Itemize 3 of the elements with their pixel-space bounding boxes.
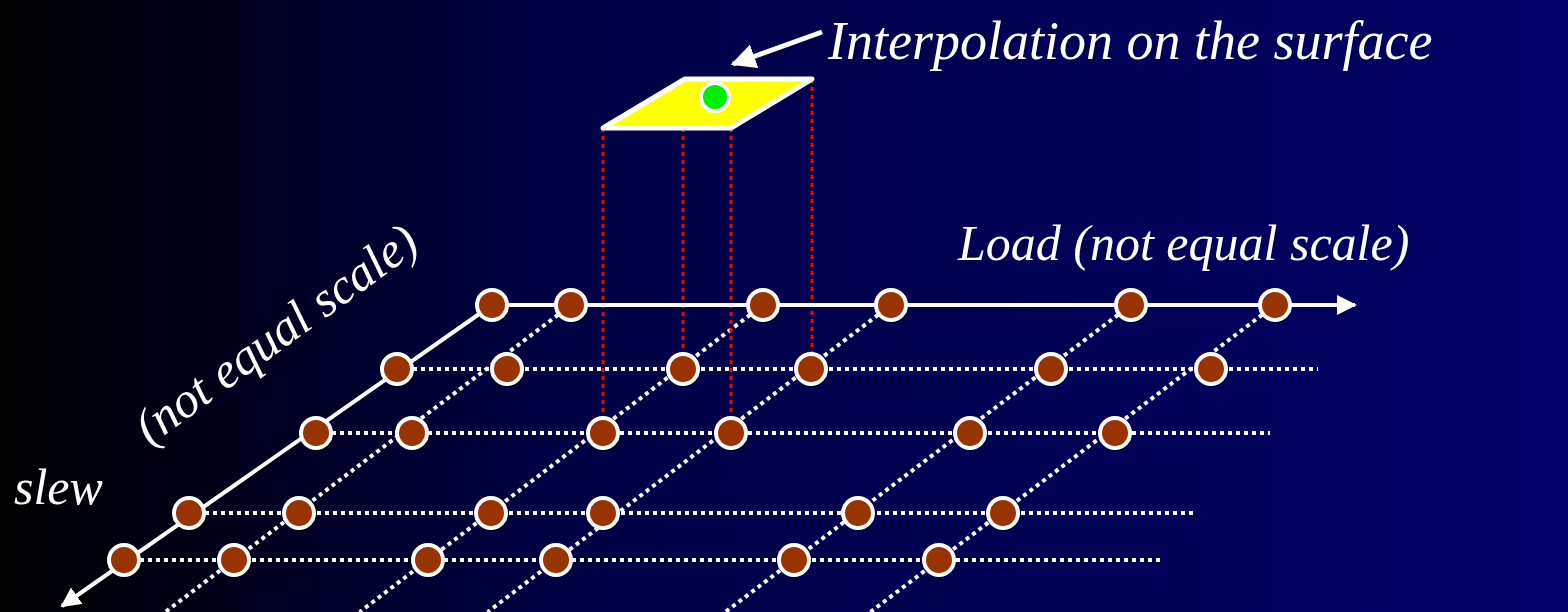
axis-label: slew [14,462,103,512]
callout-text: Interpolation on the surface [828,10,1553,72]
arrow [730,29,823,69]
